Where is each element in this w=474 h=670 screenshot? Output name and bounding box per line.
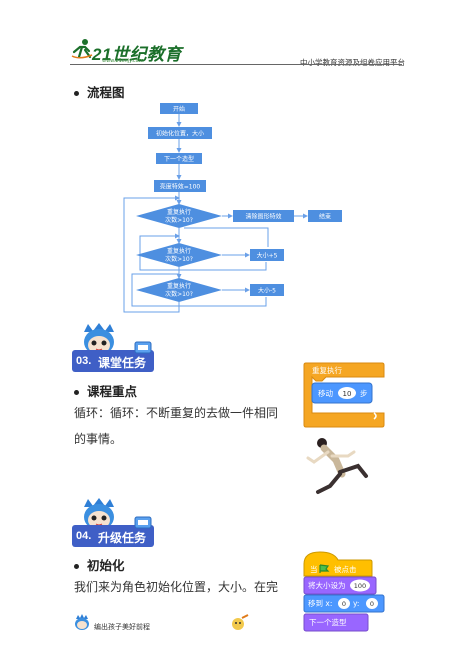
scratch-goto-y-label: y:	[353, 599, 359, 608]
section-03-bar	[72, 350, 154, 372]
scratch-size-label: 将大小设为	[308, 580, 346, 590]
scratch-hat-when: 当	[310, 564, 318, 574]
scratch-hat-clicked: 被点击	[334, 564, 357, 574]
section-03-text-line1: 循环：循环：不断重复的去做一件相同	[74, 406, 279, 420]
logo-runner-icon	[71, 39, 93, 59]
section-03-heading: 课程重点	[74, 381, 137, 400]
flow-brightness-label: 亮度特效=100	[160, 183, 201, 191]
bullet-icon	[74, 390, 79, 395]
section-03-number: 03.	[76, 355, 92, 367]
footer-mascot-icon	[75, 614, 89, 630]
flow-size-minus-label: 大小-5	[258, 287, 276, 295]
footer-slogan: 编出孩子美好前程	[94, 623, 150, 631]
header-divider	[70, 64, 402, 65]
mascot-icon	[84, 498, 114, 530]
scratch-goto-label: 移到 x:	[308, 598, 332, 608]
scratch-repeat-label: 重复执行	[312, 365, 342, 375]
bullet-icon	[74, 91, 79, 96]
flow-size-plus-label: 大小+5	[257, 252, 278, 260]
flow-end-label: 结束	[319, 213, 331, 221]
scratch-init-svg: 当 被点击 将大小设为 100 移到 x: 0 y: 0 下一个造型	[303, 551, 385, 632]
mascot-book-icon	[134, 341, 152, 354]
section-04-banner: 04. 升级任务	[72, 497, 162, 547]
flow-end	[308, 210, 342, 222]
flow-repeat-3-line2: 次数>10?	[165, 290, 193, 298]
flow-repeat-2-line1: 重复执行	[167, 247, 191, 255]
section-03-banner: 03. 课堂任务	[72, 322, 162, 372]
scratch-size-value: 100	[354, 582, 366, 590]
flow-size-minus	[250, 284, 284, 296]
section-04-bar	[72, 525, 154, 547]
section-03-text-line2: 的事情。	[74, 432, 123, 446]
section-04-title: 升级任务	[98, 531, 147, 545]
flow-next-costume-label: 下一个造型	[164, 155, 194, 163]
section-04-text: 我们来为角色初始化位置，大小。在完	[74, 574, 294, 600]
site-title: 中小学教育资源及组卷应用平台	[300, 58, 405, 67]
flow-brightness	[154, 180, 206, 192]
flow-repeat-1-line2: 次数>10?	[165, 216, 193, 224]
flow-repeat-3	[136, 278, 222, 302]
logo-text: 21世纪教育	[92, 45, 182, 64]
flow-repeat-3-line1: 重复执行	[167, 282, 191, 290]
flow-repeat-2-line2: 次数>10?	[165, 255, 193, 263]
section-04-text-line1: 我们来为角色初始化位置，大小。在完	[74, 580, 279, 594]
section-04-heading: 初始化	[74, 555, 125, 574]
scratch-goto-y: 0	[370, 600, 374, 608]
flow-repeat-2	[136, 243, 222, 267]
section-03-text: 循环：循环：不断重复的去做一件相同 的事情。	[74, 400, 289, 452]
flowchart-svg: 开始 初始化位置，大小 下一个造型 亮度特效=100 重复执行 次数>10? 清…	[123, 103, 342, 313]
mascot-book-icon	[134, 516, 152, 529]
scratch-next-costume-label: 下一个造型	[309, 617, 347, 627]
flow-clear-effects	[233, 210, 294, 222]
footer-decoration-icon	[232, 614, 249, 630]
scratch-move-value: 10	[343, 390, 352, 398]
flow-start-label: 开始	[173, 105, 185, 113]
scratch-move-unit: 步	[360, 389, 368, 398]
flow-clear-effects-label: 清除图形特效	[245, 213, 281, 221]
logo-url: www.21cnjy.com	[102, 58, 144, 64]
flow-init-label: 初始化位置，大小	[156, 130, 204, 138]
flow-repeat-1	[136, 204, 222, 228]
section-04-number: 04.	[76, 530, 92, 542]
bullet-icon	[74, 564, 79, 569]
scratch-repeat-svg: 重复执行 移动 10 步	[303, 362, 385, 428]
loop-arrow-icon	[373, 412, 377, 420]
scratch-move-label: 移动	[318, 388, 333, 398]
flow-repeat-1-line1: 重复执行	[167, 208, 191, 216]
scratch-repeat-block: 重复执行 移动 10 步	[302, 361, 388, 431]
section-03-title: 课堂任务	[98, 356, 147, 370]
flow-size-plus	[250, 249, 284, 261]
scratch-goto-x: 0	[342, 600, 346, 608]
mascot-icon	[84, 323, 114, 355]
flow-init	[148, 127, 212, 139]
running-figure-icon	[306, 438, 368, 494]
green-flag-icon	[319, 564, 330, 573]
header: 21世纪教育 www.21cnjy.com 中小学教育资源及组卷应用平台	[0, 0, 474, 70]
flowchart: 开始 初始化位置，大小 下一个造型 亮度特效=100 重复执行 次数>10? 清…	[118, 100, 353, 320]
flow-next-costume	[156, 153, 202, 164]
flow-start	[160, 103, 198, 114]
scratch-init-script: 当 被点击 将大小设为 100 移到 x: 0 y: 0 下一个造型	[300, 548, 390, 642]
flowchart-heading: 流程图	[74, 82, 125, 101]
